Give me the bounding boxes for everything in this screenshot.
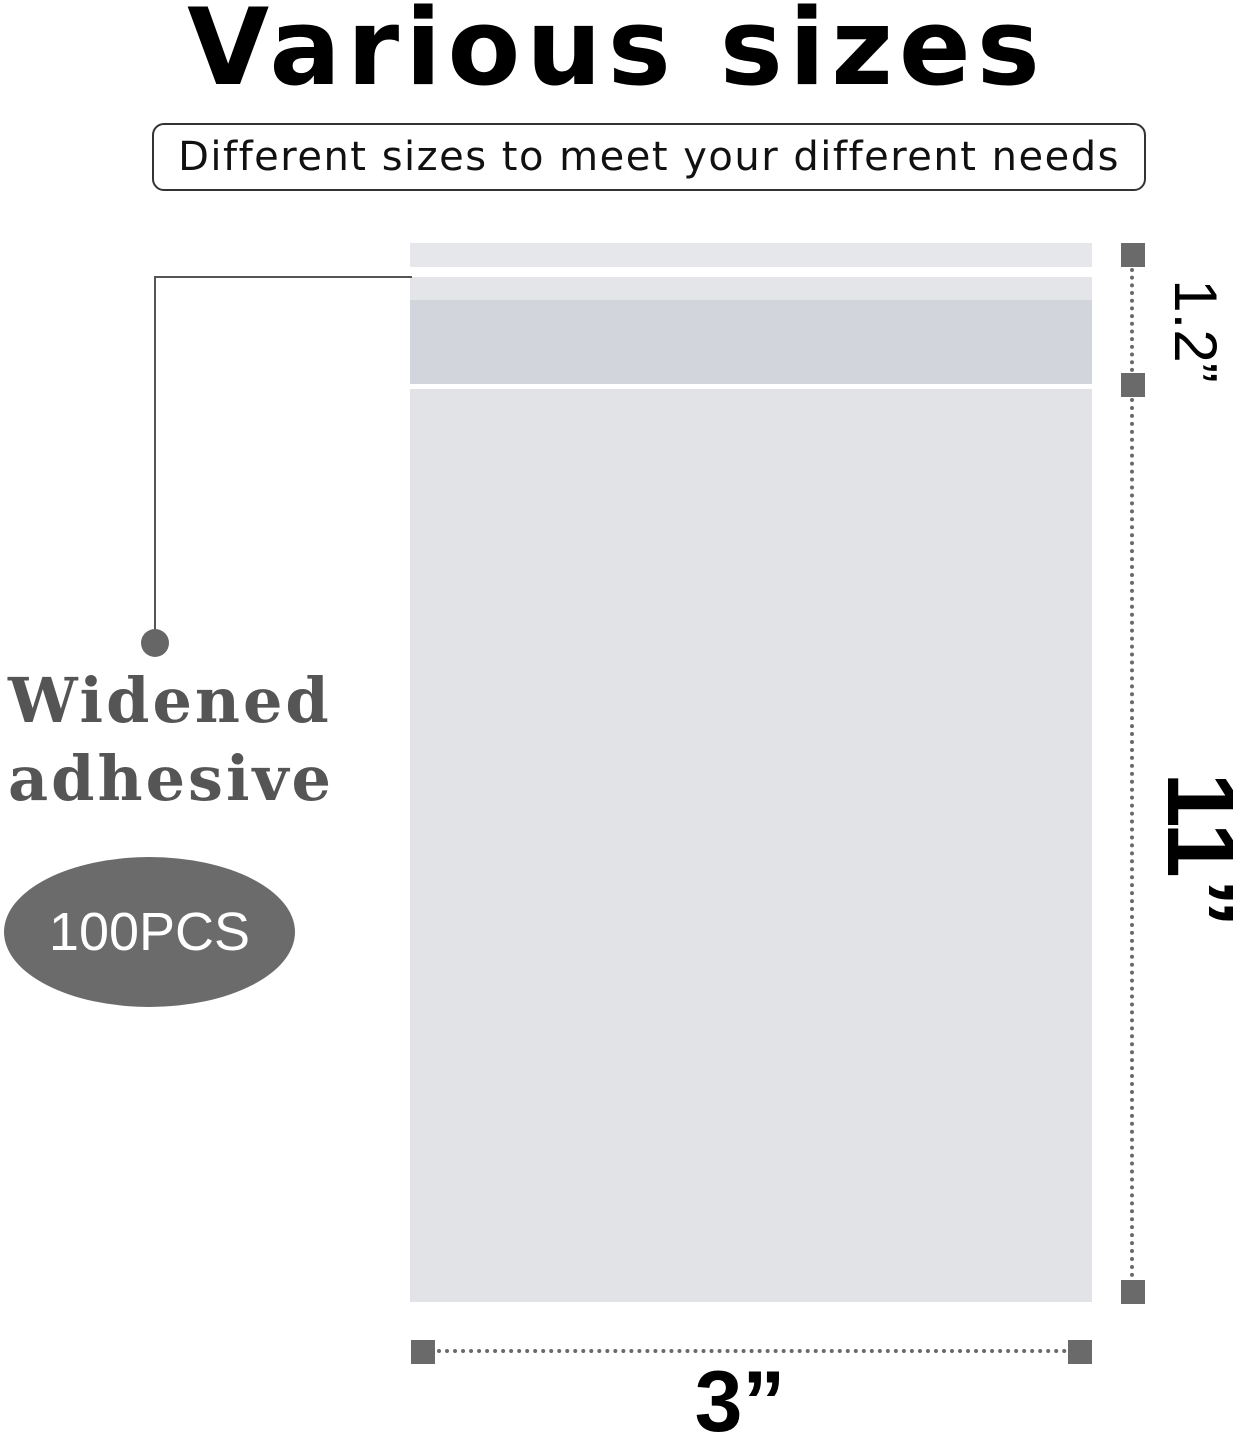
dimension-dots-width xyxy=(437,1349,1067,1353)
flap-height-label: 1.2” xyxy=(1162,279,1230,383)
subtitle-box: Different sizes to meet your different n… xyxy=(152,123,1146,191)
dimension-marker-right xyxy=(1068,1340,1092,1364)
dimension-dots-flap xyxy=(1130,268,1134,372)
bag-seal-line xyxy=(410,267,1092,277)
callout-dot-icon xyxy=(141,629,169,657)
dimension-marker-top xyxy=(1121,243,1145,267)
bag-flap-edge xyxy=(410,277,1092,300)
widened-adhesive-line-2: adhesive xyxy=(8,742,334,815)
bag-illustration xyxy=(410,243,1092,1302)
page-title: Various sizes xyxy=(187,0,1046,109)
widened-adhesive-label: Widened adhesive xyxy=(8,662,334,818)
dimension-marker-bottom xyxy=(1121,1280,1145,1304)
bag-fold-line xyxy=(410,384,1092,389)
widened-adhesive-line-1: Widened xyxy=(8,664,332,737)
adhesive-strip xyxy=(410,300,1092,384)
callout-line-horizontal xyxy=(154,276,412,278)
callout-line-vertical xyxy=(154,276,156,642)
dimension-marker-left xyxy=(411,1340,435,1364)
dimension-marker-fold xyxy=(1121,373,1145,397)
bag-height-label: 11” xyxy=(1146,772,1233,928)
bag-top-edge xyxy=(410,243,1092,267)
bag-width-label: 3” xyxy=(694,1354,786,1450)
dimension-dots-height xyxy=(1130,398,1134,1278)
quantity-badge: 100PCS xyxy=(4,857,295,1007)
